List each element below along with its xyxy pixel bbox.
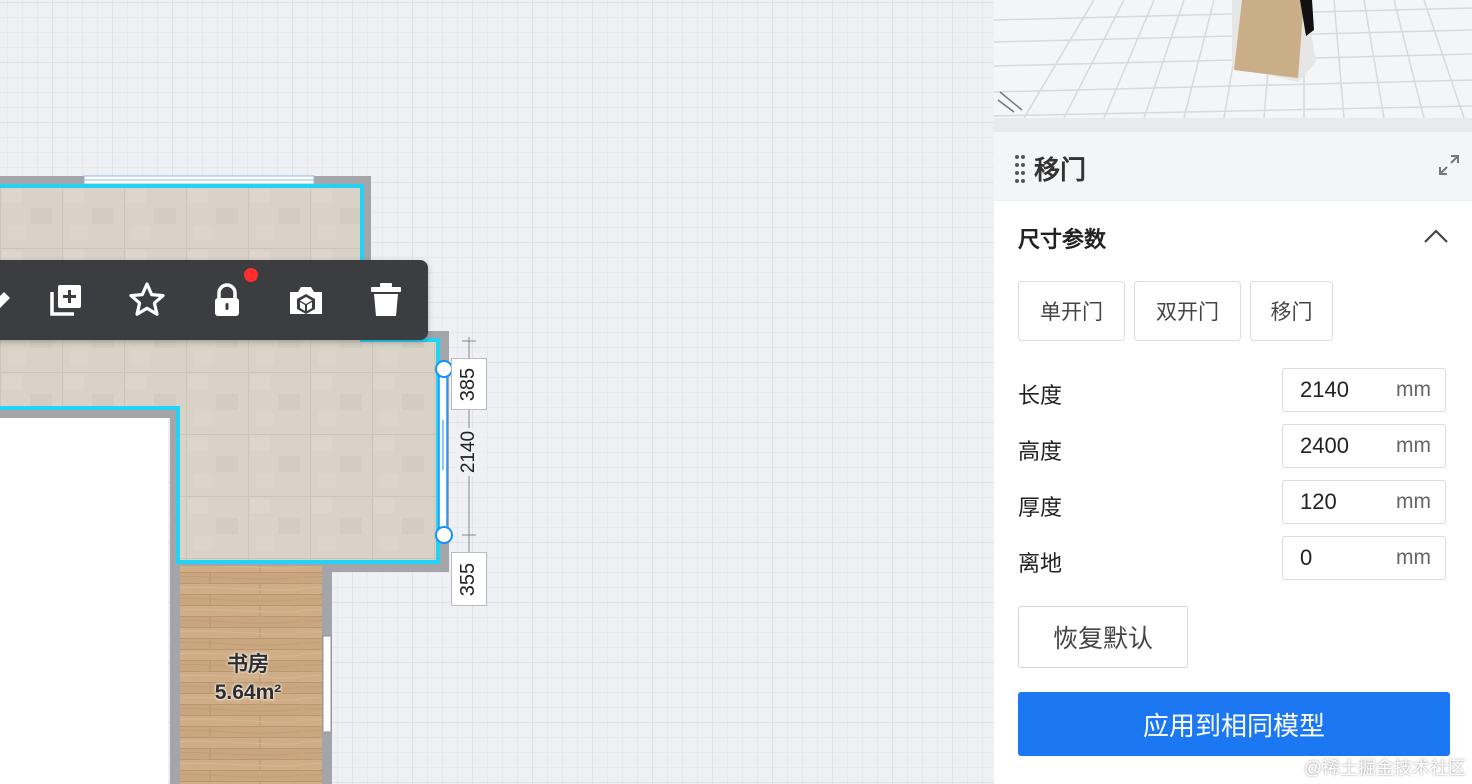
drag-handle-icon[interactable]: [1014, 154, 1026, 184]
apply-to-same-models-button[interactable]: 应用到相同模型: [1018, 692, 1450, 756]
dimension-bottom-value: 355: [457, 562, 480, 596]
dimension-bottom-box[interactable]: 355: [451, 552, 487, 606]
watermark: @稀土掘金技术社区: [1303, 758, 1466, 778]
lock-notification-badge: [244, 268, 258, 282]
thickness-input[interactable]: [1283, 481, 1400, 523]
panel-header: 移门: [994, 132, 1472, 201]
object-toolbar: [0, 260, 428, 340]
thickness-field[interactable]: mm: [1282, 480, 1446, 524]
dimension-top-value: 385: [457, 367, 480, 401]
length-input[interactable]: [1283, 369, 1400, 411]
reset-default-button[interactable]: 恢复默认: [1018, 606, 1188, 668]
length-field[interactable]: mm: [1282, 368, 1446, 412]
height-unit: mm: [1396, 434, 1431, 457]
floorplan-canvas[interactable]: 书房 5.64m² 385 2140 355: [0, 0, 994, 784]
elevation-unit: mm: [1396, 546, 1431, 569]
3d-preview-grid: [994, 0, 1472, 118]
preview-divider: [994, 118, 1472, 132]
dimension-middle-box[interactable]: 2140: [455, 428, 483, 476]
study-room-floor: [180, 566, 322, 784]
elevation-field[interactable]: mm: [1282, 536, 1446, 580]
properties-panel: 移门 尺寸参数 单开门 双开门 移门 长度 mm 高度 mm 厚度 mm 离地 …: [994, 0, 1472, 784]
height-label: 高度: [1018, 439, 1063, 464]
elevation-label: 离地: [1018, 551, 1063, 576]
thickness-unit: mm: [1396, 490, 1431, 513]
pen-icon[interactable]: [0, 280, 20, 320]
door-type-single-button[interactable]: 单开门: [1018, 281, 1125, 341]
door-type-sliding-button[interactable]: 移门: [1250, 281, 1333, 341]
lock-icon[interactable]: [207, 280, 247, 320]
chevron-up-icon[interactable]: [1422, 222, 1450, 250]
length-unit: mm: [1396, 378, 1431, 401]
dimension-top-box[interactable]: 385: [451, 358, 487, 410]
3d-preview[interactable]: [994, 0, 1472, 118]
star-icon[interactable]: [127, 280, 167, 320]
expand-icon[interactable]: [1438, 154, 1460, 176]
section-title: 尺寸参数: [1018, 227, 1107, 252]
length-label: 长度: [1018, 383, 1063, 408]
height-field[interactable]: mm: [1282, 424, 1446, 468]
room-area-label: 5.64m²: [214, 681, 282, 704]
height-input[interactable]: [1283, 425, 1400, 467]
camera-cube-icon[interactable]: [286, 280, 326, 320]
dimension-middle-value: 2140: [458, 430, 479, 474]
panel-title: 移门: [1034, 155, 1087, 185]
thickness-label: 厚度: [1018, 495, 1063, 520]
copy-add-icon[interactable]: [46, 280, 86, 320]
elevation-input[interactable]: [1283, 537, 1400, 579]
floorplan-drawing: [0, 175, 476, 784]
trash-icon[interactable]: [366, 280, 406, 320]
room-name-label: 书房: [227, 653, 269, 676]
door-type-double-button[interactable]: 双开门: [1134, 281, 1241, 341]
